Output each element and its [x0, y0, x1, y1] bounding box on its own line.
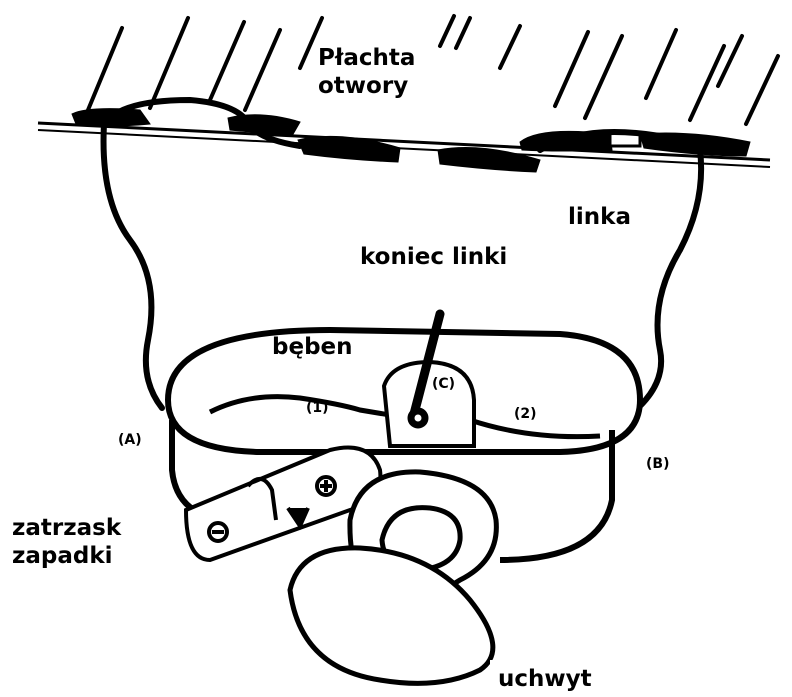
label-mask — [328, 126, 378, 134]
label-cord: linka — [568, 204, 631, 230]
marker-1: (1) — [306, 400, 329, 416]
label-latch-line2: zapadki — [12, 542, 121, 570]
label-latch-line1: zatrzask — [12, 514, 121, 542]
label-holes: otwory — [318, 72, 415, 100]
marker-c: (C) — [432, 376, 455, 392]
marker-a: (A) — [118, 432, 142, 448]
label-latch: zatrzask zapadki — [12, 514, 121, 570]
label-drum: bęben — [272, 334, 353, 360]
marker-b: (B) — [646, 456, 669, 472]
label-sheet-holes: Płachta otwory — [318, 44, 415, 100]
label-cord-end: koniec linki — [360, 244, 507, 270]
marker-2: (2) — [514, 406, 537, 422]
label-sheet: Płachta — [318, 44, 415, 72]
label-handle: uchwyt — [498, 666, 592, 692]
sheet-holes — [72, 109, 750, 172]
sheet-hatching — [88, 16, 778, 124]
